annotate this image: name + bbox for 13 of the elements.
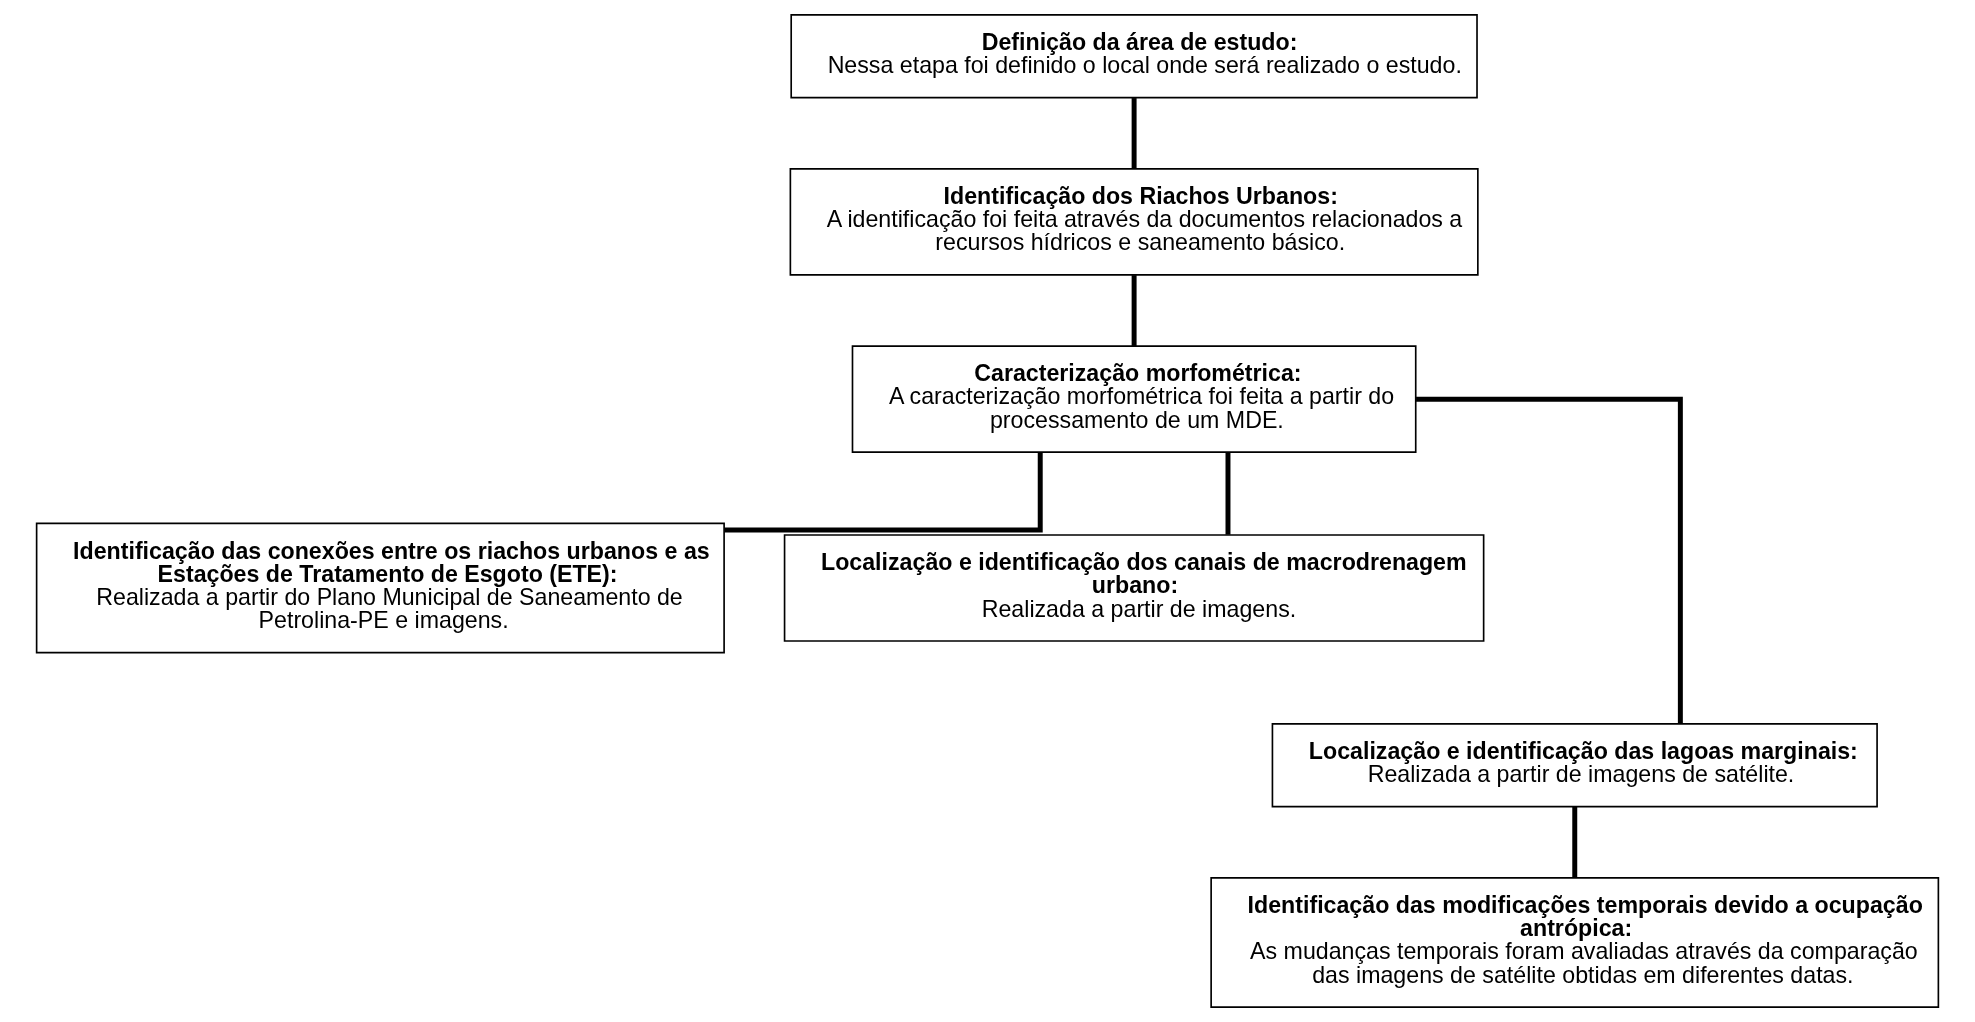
node-box: Identificação dos Riachos Urbanos: A identificação foi feita através da documentos relacionados a recursos hídricos e saneamento básico.: [789, 168, 1479, 276]
connector: [1416, 396, 1683, 724]
connector: [1131, 98, 1137, 169]
node-box: Identificação das conexões entre os riachos urbanos e as Estações de Tratamento de Esgoto (ETE): Realizada a partir do Plano Municipal de Saneamento de Petrolina-PE e imagens.: [35, 522, 725, 654]
connector: [1225, 452, 1231, 535]
node-box: Localização e identificação dos canais de macrodrenagem urbano: Realizada a partir de imagens.: [783, 534, 1485, 642]
connector: [1131, 275, 1137, 347]
node-box: Definição da área de estudo: Nessa etapa foi definido o local onde será realizado o estudo.: [790, 14, 1478, 99]
connector: [1572, 806, 1578, 878]
node-box: Localização e identificação das lagoas marginais: Realizada a partir de imagens de satélite.: [1271, 723, 1878, 808]
node-box: Caracterização morfométrica: A caracterização morfométrica foi feita a partir do processamento de um MDE.: [851, 345, 1417, 453]
connector: [724, 452, 1043, 533]
node-box: Identificação das modificações temporais devido a ocupação antrópica: As mudanças temporais foram avaliadas através da comparação das imagens de satélite obtidas em diferentes datas.: [1210, 877, 1940, 1008]
